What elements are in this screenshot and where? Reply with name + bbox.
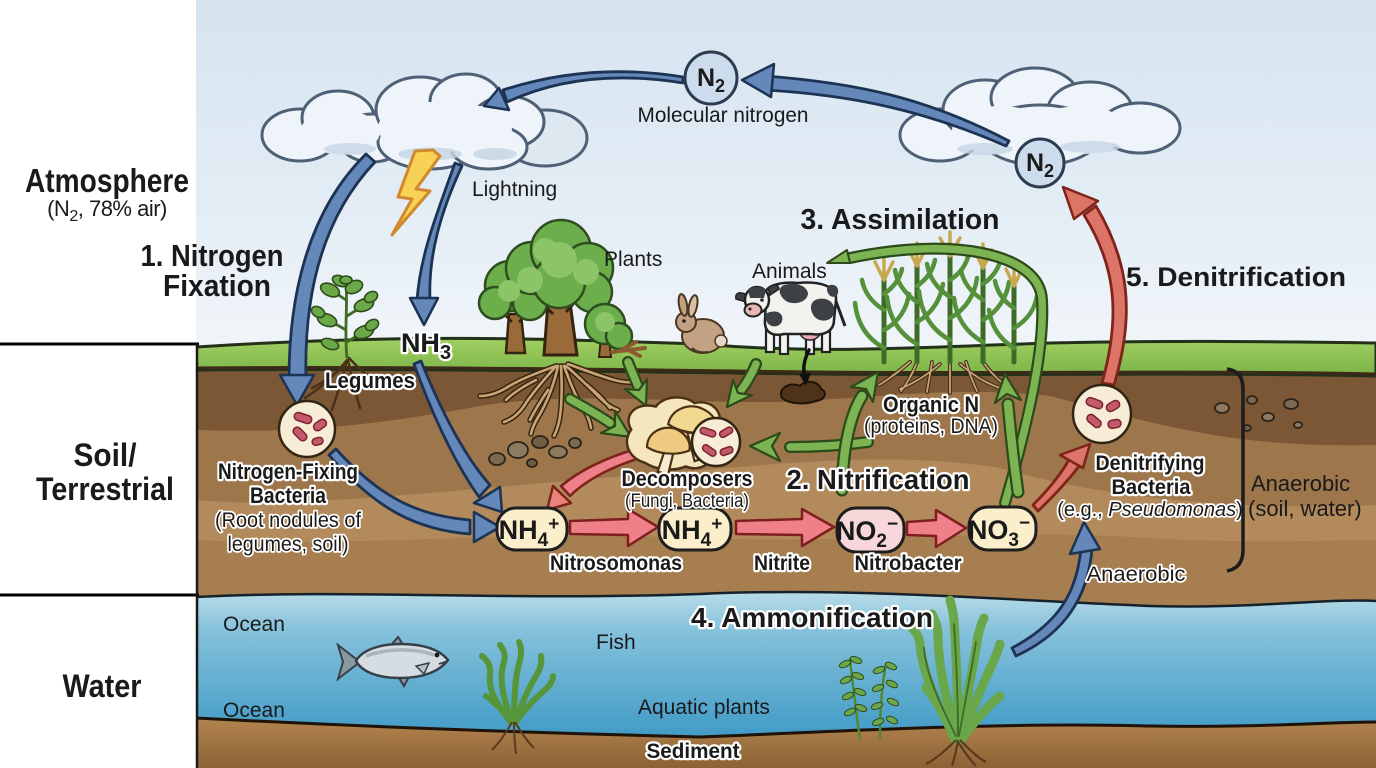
svg-text:(Fungi, Bacteria): (Fungi, Bacteria) bbox=[625, 491, 749, 512]
svg-text:legumes, soil): legumes, soil) bbox=[228, 533, 349, 556]
svg-text:(proteins, DNA): (proteins, DNA) bbox=[864, 415, 998, 438]
svg-text:4. Ammonification: 4. Ammonification bbox=[691, 602, 933, 633]
svg-text:2. Nitrification: 2. Nitrification bbox=[787, 464, 970, 495]
svg-text:Nitrite: Nitrite bbox=[754, 552, 810, 575]
svg-text:Denitrifying: Denitrifying bbox=[1096, 452, 1205, 475]
svg-text:Anaerobic: Anaerobic bbox=[1251, 471, 1350, 496]
svg-text:Atmosphere: Atmosphere bbox=[25, 162, 189, 199]
svg-text:Ocean: Ocean bbox=[223, 699, 285, 722]
svg-text:5. Denitrification: 5. Denitrification bbox=[1126, 262, 1346, 292]
svg-text:Lightning: Lightning bbox=[472, 178, 557, 201]
svg-text:Bacteria: Bacteria bbox=[1112, 476, 1191, 499]
svg-text:Molecular nitrogen: Molecular nitrogen bbox=[638, 104, 809, 127]
svg-text:Sediment: Sediment bbox=[647, 740, 740, 763]
svg-text:Plants: Plants bbox=[604, 248, 662, 271]
svg-text:(soil, water): (soil, water) bbox=[1248, 496, 1362, 521]
svg-text:1. Nitrogen: 1. Nitrogen bbox=[141, 238, 284, 273]
svg-text:Nitrobacter: Nitrobacter bbox=[855, 552, 962, 575]
svg-text:Nitrosomonas: Nitrosomonas bbox=[550, 552, 682, 575]
svg-text:Anaerobic: Anaerobic bbox=[1087, 563, 1186, 586]
svg-text:Decomposers: Decomposers bbox=[622, 466, 753, 491]
svg-text:Aquatic plants: Aquatic plants bbox=[638, 696, 770, 719]
svg-text:3. Assimilation: 3. Assimilation bbox=[801, 204, 1000, 236]
svg-text:(e.g., Pseudomonas): (e.g., Pseudomonas) bbox=[1057, 499, 1243, 521]
svg-text:Organic N: Organic N bbox=[883, 392, 979, 417]
svg-text:Water: Water bbox=[63, 668, 142, 704]
svg-text:Nitrogen-Fixing: Nitrogen-Fixing bbox=[218, 459, 358, 484]
svg-text:Soil/: Soil/ bbox=[74, 437, 137, 473]
svg-text:(N2, 78% air): (N2, 78% air) bbox=[47, 196, 167, 225]
svg-text:Ocean: Ocean bbox=[223, 613, 285, 636]
svg-text:Legumes: Legumes bbox=[325, 368, 415, 393]
svg-text:Bacteria: Bacteria bbox=[250, 483, 327, 508]
svg-text:Terrestrial: Terrestrial bbox=[36, 471, 174, 507]
svg-text:Fish: Fish bbox=[596, 631, 636, 654]
svg-text:(Root nodules of: (Root nodules of bbox=[215, 509, 361, 532]
svg-text:Fixation: Fixation bbox=[163, 268, 271, 303]
svg-text:Animals: Animals bbox=[752, 260, 827, 283]
